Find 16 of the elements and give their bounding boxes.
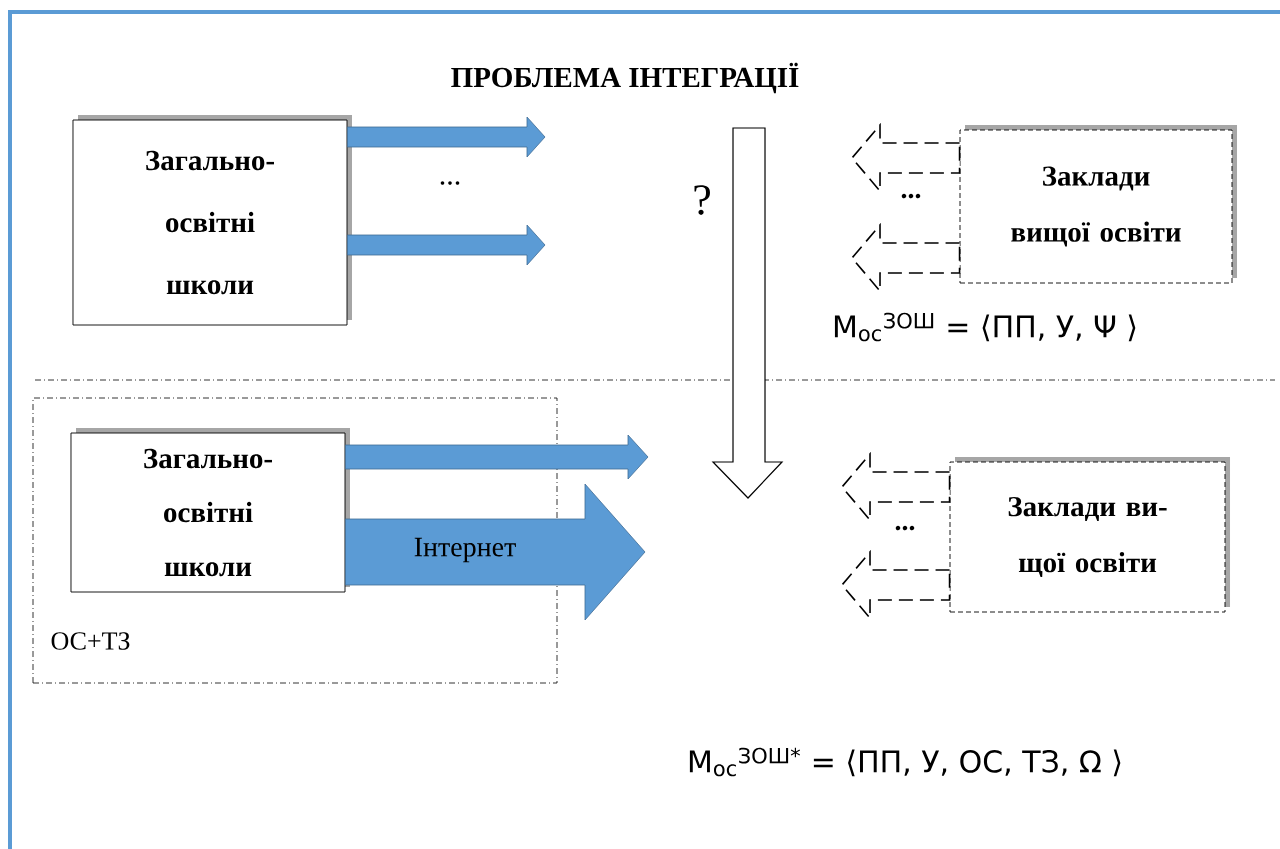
block-arrow <box>345 434 649 480</box>
block-arrow <box>347 116 546 158</box>
question-mark: ? <box>694 185 710 215</box>
block-arrow <box>345 483 646 621</box>
ellipsis: ... <box>895 525 915 531</box>
formula: М$_{ос}$$^{ЗОШ*}$ = ⟨ПП, У, ОС, ТЗ, Ω ⟩ <box>689 747 1121 777</box>
ellipsis: ... <box>901 193 921 199</box>
formula: М$_{ос}$$^{ЗОШ}$ = ⟨ПП, У, Ψ ⟩ <box>834 312 1136 342</box>
school-box: Загально- освітні школи <box>72 115 352 326</box>
title: ПРОБЛЕМА ІНТЕГРАЦІЇ <box>451 62 799 94</box>
university-box: Заклади ви- щої освіти <box>949 457 1230 613</box>
school-box: Загально- освітні школи <box>70 428 350 593</box>
block-arrow <box>347 224 546 266</box>
edge-label: Інтернет <box>414 537 516 563</box>
university-box: Заклади вищої освіти <box>959 125 1237 284</box>
ellipsis: ... <box>440 181 460 185</box>
